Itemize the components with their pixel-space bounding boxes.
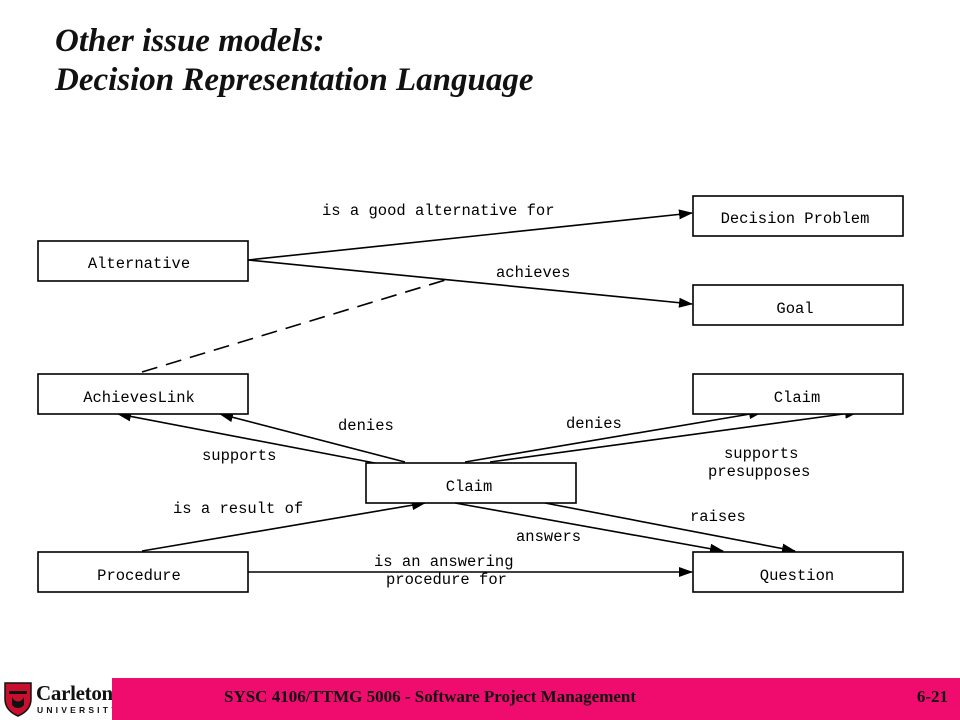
edge-claim-answers-question [454,502,724,554]
page-number: 6-21 [916,687,948,706]
footer-bar: SYSC 4106/TTMG 5006 - Software Project M… [112,678,960,720]
drl-diagram: Alternative Decision Problem Goal Achiev… [37,195,904,593]
title-line-2: Decision Representation Language [55,62,534,98]
node-claim-right-box [692,373,904,415]
node-question: Question [760,567,834,585]
edge-procedure-to-claim [141,500,426,552]
title-line-1: Other issue models: [55,23,325,59]
logo-subtitle: UNIVERSITY [37,705,121,715]
node-alternative: Alternative [88,255,190,273]
edge-label-answering-1: is an answering [374,553,514,571]
logo-name: Carleton [36,681,113,705]
edge-claim-denies-claim [464,409,763,463]
edge-label-presupposes: presupposes [708,463,810,481]
node-decision-problem: Decision Problem [721,210,870,228]
edge-label-denies-right: denies [566,415,622,433]
node-question-box [692,551,904,593]
diagram-nodes [37,195,904,593]
edge-claim-supports-achieveslink [117,411,381,465]
node-claim-right: Claim [774,389,821,407]
node-goal: Goal [776,300,813,318]
edge-label-achieves: achieves [496,264,570,282]
edge-claim-denies-achieveslink [219,412,406,463]
node-claim-center-box [365,462,577,504]
edge-label-raises: raises [690,508,746,526]
node-goal-box [692,284,904,326]
shield-icon [4,682,32,717]
node-achieveslink: AchievesLink [83,389,195,407]
diagram-edges [117,209,859,577]
edge-label-answers: answers [516,528,581,546]
node-claim-center: Claim [446,478,493,496]
node-achieveslink-box [37,373,249,415]
course-title: SYSC 4106/TTMG 5006 - Software Project M… [224,687,637,706]
edge-label-good-alternative: is a good alternative for [322,202,555,220]
edge-label-supports-left: supports [202,447,276,465]
node-decision-problem-box [692,195,904,237]
edge-label-result-of: is a result of [173,500,303,518]
carleton-logo: Carleton UNIVERSITY [0,678,117,720]
node-procedure: Procedure [97,567,181,585]
node-procedure-box [37,551,249,593]
page-title: Other issue models: Decision Representat… [55,22,534,100]
footer: Carleton UNIVERSITY SYSC 4106/TTMG 5006 … [0,678,960,720]
edge-alternative-to-goal [247,259,693,308]
edge-label-answering-2: procedure for [386,571,507,589]
edge-label-supports-right: supports [724,445,798,463]
edge-label-denies-left: denies [338,417,394,435]
edge-claim-supports-claim [489,408,859,463]
edge-alternative-to-decision-problem [247,209,693,261]
node-alternative-box [37,240,249,282]
edge-achieveslink-dashed [141,277,453,373]
edge-claim-raises-question [544,502,796,554]
